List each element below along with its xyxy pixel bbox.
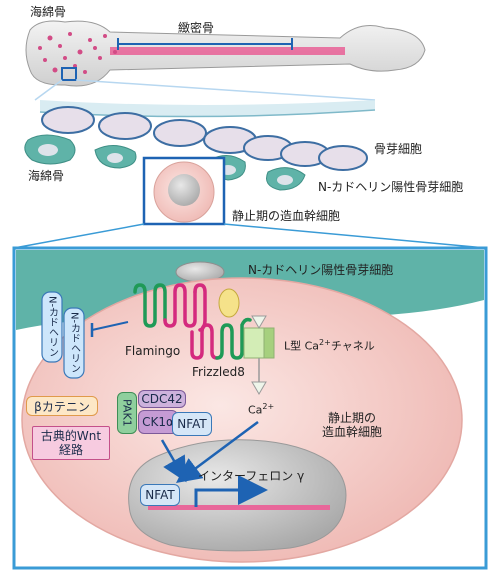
nfat-nucleus-box: NFAT <box>140 484 180 506</box>
inhibition-line <box>91 321 129 331</box>
dna-strand <box>148 505 330 510</box>
cdc42-box: CDC42 <box>138 390 186 408</box>
ncadherin-label-2: N-カドヘリン <box>68 312 80 374</box>
ncadherin-box-1 <box>41 291 63 363</box>
compact-bone-label: 緻密骨 <box>178 21 215 35</box>
flamingo-label: Flamingo <box>125 344 181 358</box>
zoom-box-small <box>61 67 77 81</box>
long-bone <box>25 20 426 87</box>
ncadherin-label-1: N-カドヘリン <box>46 296 58 358</box>
beta-catenin-box: βカテニン <box>26 396 98 416</box>
zoom-lines-bottom <box>13 223 487 249</box>
wnt-pathway-box: 古典的Wnt 経路 <box>32 426 110 460</box>
wnt-line-2: 経路 <box>58 443 83 457</box>
zoom-lines-top <box>34 79 376 101</box>
spongy-bone-mid-label: 海綿骨 <box>28 169 65 183</box>
ca-channel-label: L型 Ca2+チャネル <box>284 338 375 353</box>
quiescent-hsc-label: 静止期の造血幹細胞 <box>232 209 341 223</box>
pak1-box: PAK1 <box>117 392 137 434</box>
inset-panel <box>12 246 488 570</box>
ca-channel-prefix: L型 Ca <box>284 339 320 353</box>
wnt-ligand <box>218 288 240 318</box>
quiescent-line-2: 造血幹細胞 <box>322 424 383 439</box>
osteoblast-layer <box>41 106 368 171</box>
ca-ion-text: Ca <box>248 403 263 417</box>
ca-ion-sup: 2+ <box>262 402 275 411</box>
ca-channel <box>243 315 275 395</box>
hsc-small <box>142 156 226 226</box>
spongy-bone-label: 海綿骨 <box>30 5 67 19</box>
ck1a-box: CK1α <box>138 410 178 434</box>
frizzled-receptor <box>190 317 252 360</box>
ca-arrow <box>175 420 259 483</box>
interferon-label: インターフェロン γ <box>198 469 305 483</box>
quiescent-line-1: 静止期の <box>328 411 377 425</box>
ncadherin-box-2 <box>63 307 85 379</box>
ca-ion-label: Ca2+ <box>248 402 274 417</box>
ncad-osteoblast-label: N-カドヘリン陽性骨芽細胞 <box>318 180 464 194</box>
inset-ncad-osteoblast-label: N-カドヘリン陽性骨芽細胞 <box>248 263 394 277</box>
wnt-line-1: 古典的Wnt <box>40 428 102 443</box>
ca-channel-suffix: チャネル <box>330 339 375 353</box>
quiescent-inset-label: 静止期の 造血幹細胞 <box>322 411 383 440</box>
compact-bone-bracket <box>117 38 293 50</box>
osteoblast-label: 骨芽細胞 <box>374 142 423 156</box>
nfat-arrow <box>160 439 187 483</box>
frizzled-label: Frizzled8 <box>192 365 245 379</box>
interferon-arrow <box>194 475 268 507</box>
spongy-bone-speckles <box>38 32 117 74</box>
nfat-cyto-box: NFAT <box>172 412 212 436</box>
ca-channel-sup: 2+ <box>319 338 331 347</box>
